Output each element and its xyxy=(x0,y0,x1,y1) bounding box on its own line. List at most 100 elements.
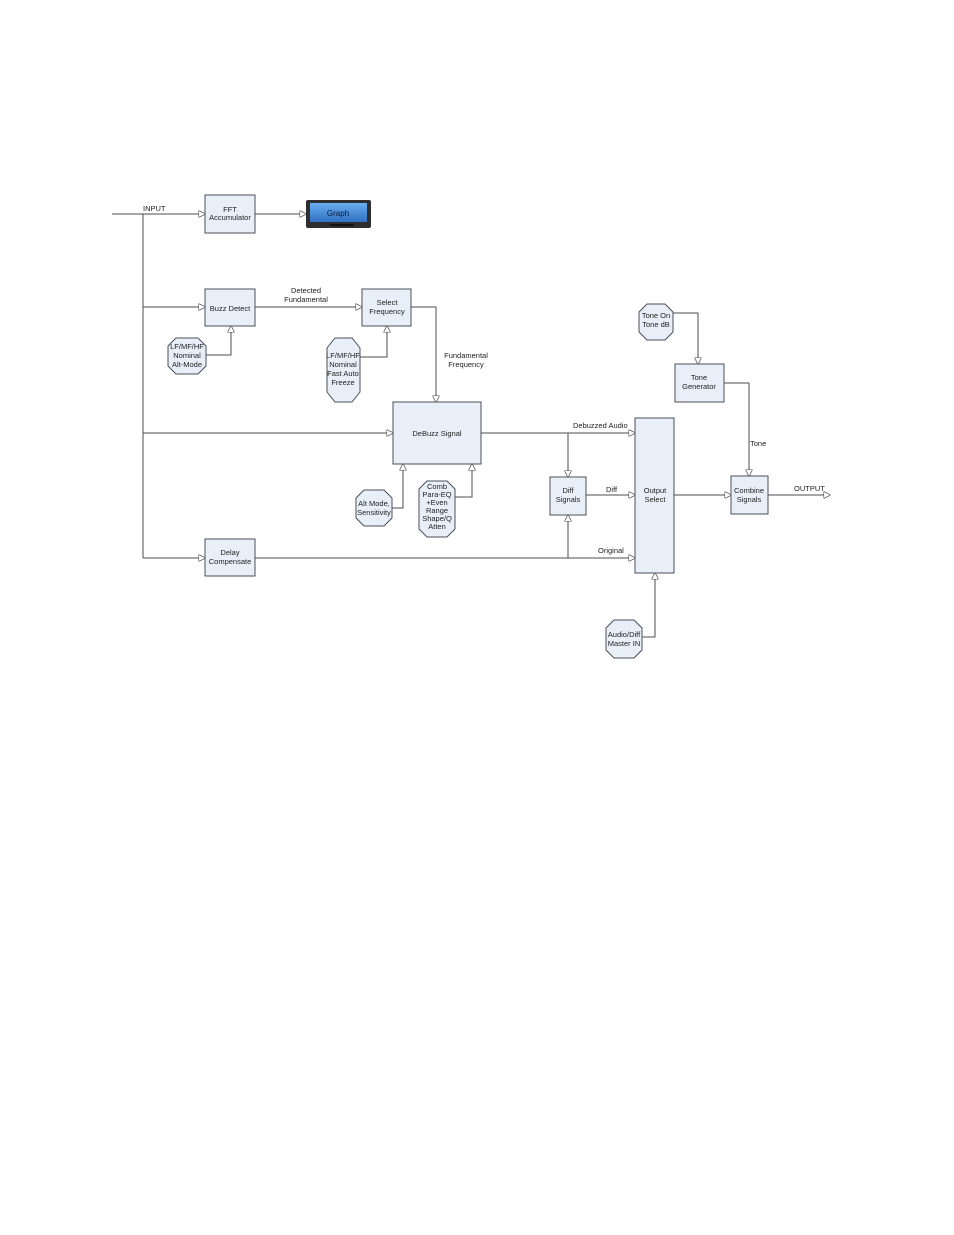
wire-tone-control xyxy=(672,312,698,364)
svg-text:Para-EQ: Para-EQ xyxy=(422,490,451,499)
svg-text:Frequency: Frequency xyxy=(369,307,405,316)
svg-text:Tone: Tone xyxy=(691,373,707,382)
wire-fundamental-frequency xyxy=(411,306,436,402)
combine-signals-block[interactable]: Combine Signals xyxy=(730,475,769,515)
comb-6: Atten xyxy=(428,522,446,531)
buzz-params-3: Alt-Mode xyxy=(172,360,202,369)
tone-on-2: Tone dB xyxy=(642,320,670,329)
buzz-detect-block[interactable]: Buzz Detect xyxy=(204,288,256,327)
svg-text:Debuzzed Audio: Debuzzed Audio xyxy=(573,421,628,430)
diff-label-1: Diff xyxy=(562,486,574,495)
tone-on-control[interactable]: Tone On Tone dB xyxy=(638,303,674,341)
comb-3: +Even xyxy=(426,498,447,507)
svg-text:Output: Output xyxy=(644,486,667,495)
svg-text:Compensate: Compensate xyxy=(209,557,252,566)
tone-gen-label-2: Generator xyxy=(682,382,716,391)
svg-text:Signals: Signals xyxy=(556,495,581,504)
svg-text:Freeze: Freeze xyxy=(331,378,354,387)
svg-text:Detected: Detected xyxy=(291,286,321,295)
svg-text:Alt Mode,: Alt Mode, xyxy=(358,499,390,508)
svg-text:INPUT: INPUT xyxy=(143,204,166,213)
delay-label-2: Compensate xyxy=(209,557,252,566)
svg-text:Frequency: Frequency xyxy=(448,360,484,369)
svg-text:Master IN: Master IN xyxy=(608,639,641,648)
svg-text:Range: Range xyxy=(426,506,448,515)
tone-on-1: Tone On xyxy=(642,311,670,320)
fundamental-label-2: Frequency xyxy=(448,360,484,369)
detected-label-1: Detected xyxy=(291,286,321,295)
svg-text:Shape/Q: Shape/Q xyxy=(422,514,452,523)
comb-eq-control[interactable]: Comb Para-EQ +Even Range Shape/Q Atten xyxy=(418,480,456,538)
combine-label-2: Signals xyxy=(737,495,762,504)
graph-display[interactable]: Graph xyxy=(306,200,371,228)
comb-2: Para-EQ xyxy=(422,490,451,499)
wire-labels: INPUT OUTPUT Detected Fundamental Fundam… xyxy=(143,204,825,555)
diff-signals-block[interactable]: Diff Signals xyxy=(549,476,587,516)
master-1: Audio/Diff xyxy=(608,630,641,639)
delay-compensate-block[interactable]: Delay Compensate xyxy=(204,538,256,577)
svg-text:Nominal: Nominal xyxy=(173,351,201,360)
svg-text:Diff: Diff xyxy=(562,486,574,495)
svg-text:Tone dB: Tone dB xyxy=(642,320,670,329)
svg-text:OUTPUT: OUTPUT xyxy=(794,484,825,493)
diff-wire-label: Diff xyxy=(606,485,618,494)
tone-generator-block[interactable]: Tone Generator xyxy=(674,363,725,403)
svg-text:Audio/Diff: Audio/Diff xyxy=(608,630,641,639)
select-params-1: LF/MF/HF xyxy=(326,351,360,360)
connection-wires xyxy=(112,214,830,638)
fft-label-2: Accumulator xyxy=(209,213,251,222)
svg-text:Original: Original xyxy=(598,546,624,555)
svg-text:Select: Select xyxy=(645,495,667,504)
output-select-block[interactable]: Output Select xyxy=(634,417,675,574)
select-params-4: Freeze xyxy=(331,378,354,387)
select-params-3: Fast Auto xyxy=(327,369,359,378)
wire-alt-mode xyxy=(391,464,403,509)
graph-label: Graph xyxy=(327,209,349,218)
output-label: OUTPUT xyxy=(794,484,825,493)
svg-text:Comb: Comb xyxy=(427,482,447,491)
original-label: Original xyxy=(598,546,624,555)
svg-text:Select: Select xyxy=(377,298,399,307)
output-select-label-1: Output xyxy=(644,486,667,495)
alt-mode-1: Alt Mode, xyxy=(358,499,390,508)
tone-gen-label-1: Tone xyxy=(691,373,707,382)
svg-text:Fundamental: Fundamental xyxy=(284,295,328,304)
svg-text:LF/MF/HF: LF/MF/HF xyxy=(326,351,360,360)
svg-text:Generator: Generator xyxy=(682,382,716,391)
svg-text:+Even: +Even xyxy=(426,498,447,507)
svg-text:Sensitivity: Sensitivity xyxy=(357,508,391,517)
svg-text:Tone On: Tone On xyxy=(642,311,670,320)
diff-label-2: Signals xyxy=(556,495,581,504)
select-freq-label-2: Frequency xyxy=(369,307,405,316)
fundamental-label-1: Fundamental xyxy=(444,351,488,360)
wire-tone xyxy=(724,382,749,476)
alt-mode-2: Sensitivity xyxy=(357,508,391,517)
select-frequency-block[interactable]: Select Frequency xyxy=(361,288,412,327)
debuzz-signal-block[interactable]: DeBuzz Signal xyxy=(392,401,482,465)
svg-text:Fundamental: Fundamental xyxy=(444,351,488,360)
select-params-control[interactable]: LF/MF/HF Nominal Fast Auto Freeze xyxy=(326,337,361,403)
wire-buzz-params xyxy=(205,326,231,356)
buzz-params-control[interactable]: LF/MF/HF Nominal Alt-Mode xyxy=(167,337,207,375)
svg-text:Atten: Atten xyxy=(428,522,446,531)
wire-select-params xyxy=(360,326,387,358)
select-freq-label-1: Select xyxy=(377,298,399,307)
comb-4: Range xyxy=(426,506,448,515)
alt-mode-control[interactable]: Alt Mode, Sensitivity xyxy=(355,489,393,527)
svg-text:FFT: FFT xyxy=(223,205,237,214)
svg-text:Fast Auto: Fast Auto xyxy=(327,369,359,378)
svg-text:Nominal: Nominal xyxy=(329,360,357,369)
fft-accumulator-block[interactable]: FFT Accumulator xyxy=(204,194,256,234)
svg-text:DeBuzz Signal: DeBuzz Signal xyxy=(412,429,462,438)
svg-text:Accumulator: Accumulator xyxy=(209,213,251,222)
svg-text:Buzz Detect: Buzz Detect xyxy=(210,304,251,313)
combine-label-1: Combine xyxy=(734,486,764,495)
svg-text:Tone: Tone xyxy=(750,439,766,448)
svg-text:Delay: Delay xyxy=(220,548,239,557)
output-select-label-2: Select xyxy=(645,495,667,504)
svg-text:Alt-Mode: Alt-Mode xyxy=(172,360,202,369)
svg-text:Combine: Combine xyxy=(734,486,764,495)
svg-text:Diff: Diff xyxy=(606,485,618,494)
master-in-control[interactable]: Audio/Diff Master IN xyxy=(605,619,643,659)
